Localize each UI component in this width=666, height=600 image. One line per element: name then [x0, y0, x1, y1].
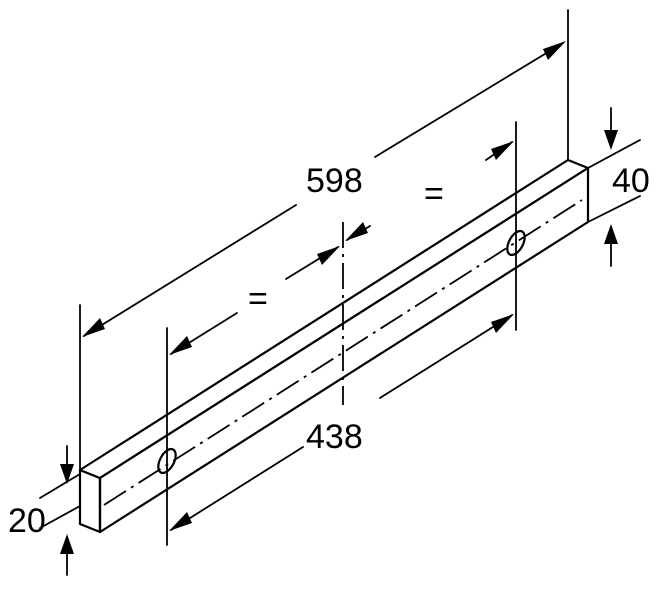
mounting-hole-left	[157, 447, 177, 475]
dimension-hole-spacing: 438	[169, 314, 514, 531]
dimension-height-label: 40	[612, 162, 650, 200]
mounting-hole-right	[506, 229, 526, 257]
extension-line-depth-top	[39, 473, 81, 499]
dimension-length-label: 598	[306, 162, 363, 200]
dimension-equal-right: =	[345, 141, 514, 241]
equal-sign-left: =	[248, 280, 268, 318]
dimension-equal-left: =	[169, 246, 340, 355]
dimension-height: 40	[604, 107, 650, 267]
dimension-hole-spacing-label: 438	[306, 418, 363, 456]
extension-line-height-bottom	[587, 195, 641, 223]
bracket-body	[78, 158, 590, 534]
center-axis-line	[103, 199, 583, 506]
bracket-front-face	[78, 468, 102, 534]
dimension-length: 598	[82, 41, 566, 337]
dimension-depth-label: 20	[8, 502, 46, 540]
extension-line-height-top	[587, 139, 641, 169]
equal-sign-right: =	[424, 175, 444, 213]
bracket-side-face	[98, 166, 590, 534]
extension-line-depth-bottom	[39, 505, 81, 529]
dimension-depth: 20	[8, 445, 74, 576]
